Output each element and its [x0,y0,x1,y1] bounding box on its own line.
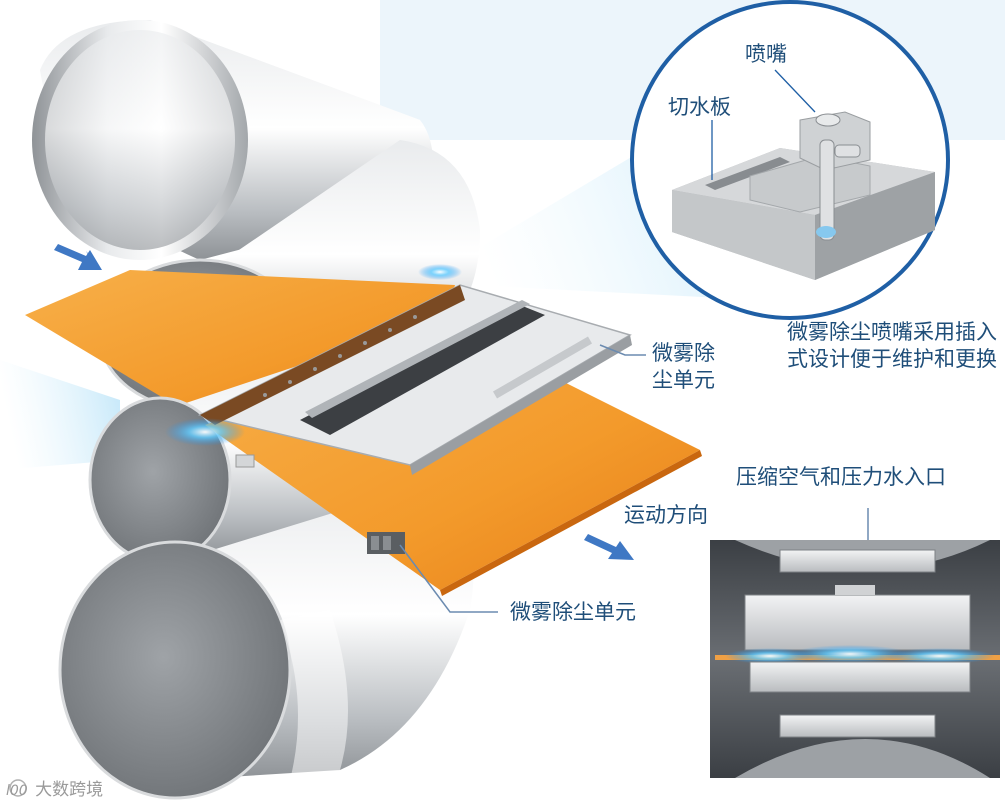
leader-upper-unit [599,344,646,356]
bottom-backup-roll [58,480,474,800]
label-nozzle-note: 微雾除尘喷嘴采用插入式设计便于维护和更换 [787,320,997,371]
label-nozzle: 喷嘴 [745,42,787,66]
lower-mist-unit [235,454,405,554]
watermark-text: 大数跨境 [35,780,104,800]
cross-section-inset [710,508,1000,778]
label-water-cut-plate: 切水板 [668,95,731,119]
steel-strip-entry [25,270,455,420]
label-air-water-inlet: 压缩空气和压力水入口 [736,465,946,489]
mist-glow-top [418,264,462,280]
nozzle-zoom-circle [630,0,950,320]
watermark: l00 大数跨境 [6,775,103,800]
entry-arrow-icon [54,244,102,270]
mist-glow-gap [165,418,245,446]
watermark-logo-icon [9,779,27,797]
upper-mist-unit [197,284,632,475]
strip-edge [440,450,702,596]
label-direction: 运动方向 [624,503,708,527]
watermark-logo: l00 [6,783,28,799]
direction-arrow-icon [584,534,634,560]
leader-lower-unit [399,544,498,613]
label-upper-mist-unit: 微雾除尘单元 [652,341,715,392]
label-lower-mist-unit: 微雾除尘单元 [510,600,636,624]
mist-beam-left [0,360,120,470]
